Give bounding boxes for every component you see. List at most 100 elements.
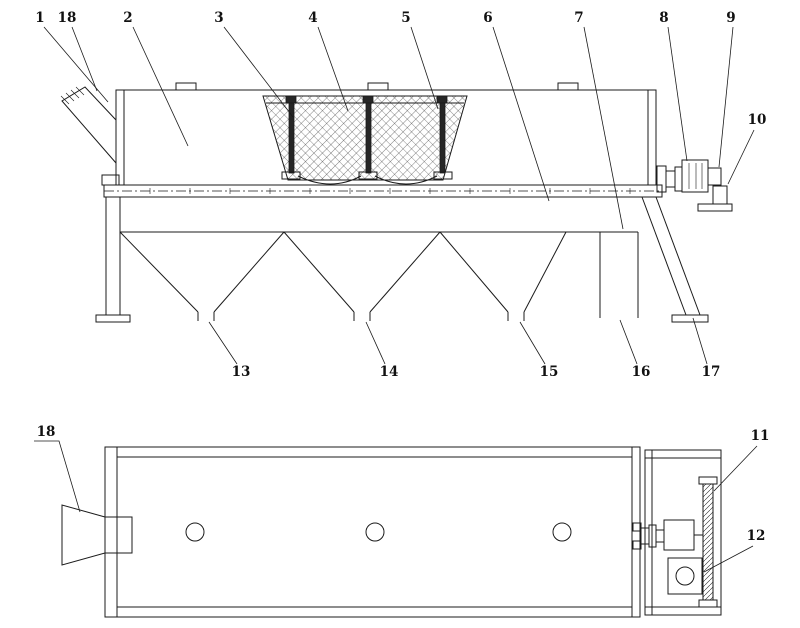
part-number: 18 bbox=[37, 424, 56, 440]
discharge-hopper bbox=[283, 231, 355, 313]
feed-hopper bbox=[61, 86, 117, 164]
leader-line bbox=[703, 545, 754, 573]
part-number: 7 bbox=[574, 10, 583, 26]
part-number: 16 bbox=[632, 364, 651, 380]
support-leg bbox=[641, 196, 687, 316]
part-label-3: 3 bbox=[214, 10, 294, 118]
post-base bbox=[433, 171, 453, 180]
part-label-7: 7 bbox=[574, 10, 624, 230]
lifting-lug bbox=[175, 82, 197, 91]
discharge-hopper bbox=[369, 231, 441, 313]
coupling bbox=[665, 170, 676, 188]
drive-rail bbox=[702, 483, 714, 601]
part-label-5: 5 bbox=[401, 10, 439, 110]
discharge-hopper bbox=[523, 231, 567, 313]
drive-frame bbox=[644, 449, 722, 616]
leader-line bbox=[713, 445, 758, 492]
part-label-15: 15 bbox=[519, 321, 559, 380]
screen-post bbox=[439, 102, 446, 174]
discharge-hopper bbox=[119, 231, 199, 313]
part-label-12: 12 bbox=[703, 528, 766, 573]
part-number: 10 bbox=[748, 112, 767, 128]
motor-plan bbox=[667, 557, 703, 595]
feed-hopper-plan bbox=[61, 504, 106, 566]
screen-mesh bbox=[262, 95, 468, 181]
part-label-9: 9 bbox=[718, 10, 736, 168]
part-number: 9 bbox=[726, 10, 735, 26]
inspection-hole bbox=[552, 522, 572, 542]
part-number: 1 bbox=[35, 10, 44, 26]
leader-line bbox=[727, 129, 755, 185]
leader-line bbox=[583, 26, 624, 230]
part-number: 13 bbox=[232, 364, 251, 380]
motor-fins bbox=[688, 163, 703, 189]
part-number: 18 bbox=[58, 10, 77, 26]
discharge-hopper bbox=[439, 231, 509, 313]
motor-fan bbox=[675, 566, 695, 586]
part-number: 12 bbox=[747, 528, 766, 544]
part-number: 8 bbox=[659, 10, 668, 26]
elevation-view bbox=[60, 82, 733, 323]
part-label-17: 17 bbox=[692, 317, 721, 380]
leader-line bbox=[619, 319, 638, 365]
part-label-2: 2 bbox=[123, 10, 189, 147]
plan-view bbox=[61, 446, 722, 618]
foot-plate bbox=[671, 314, 709, 323]
part-label-10: 10 bbox=[727, 112, 767, 185]
part-number: 6 bbox=[483, 10, 492, 26]
motor-pedestal bbox=[712, 185, 728, 205]
part-label-1: 1 bbox=[35, 10, 109, 103]
mesh-sag bbox=[297, 175, 438, 185]
lifting-lug bbox=[557, 82, 579, 91]
leader-line bbox=[43, 26, 109, 103]
leader-line bbox=[365, 321, 386, 365]
post-base bbox=[358, 171, 378, 180]
part-label-18: 18 bbox=[34, 424, 81, 513]
post-bracket bbox=[436, 95, 448, 104]
part-label-13: 13 bbox=[208, 321, 251, 380]
shaft-bolt bbox=[632, 522, 642, 532]
machine-body-plan bbox=[104, 446, 641, 618]
drive-motor bbox=[681, 159, 709, 193]
leader-line bbox=[519, 321, 546, 365]
leader-line bbox=[718, 26, 734, 168]
deck-bolts bbox=[149, 188, 631, 194]
screen-post bbox=[288, 102, 295, 174]
part-label-11: 11 bbox=[713, 428, 769, 492]
leader-line bbox=[667, 26, 688, 162]
gearbox-plan bbox=[663, 519, 695, 551]
leader-line bbox=[208, 321, 238, 365]
part-number: 2 bbox=[123, 10, 132, 26]
part-number: 15 bbox=[540, 364, 559, 380]
part-label-4: 4 bbox=[308, 10, 349, 112]
part-label-8: 8 bbox=[659, 10, 688, 162]
part-label-16: 16 bbox=[619, 319, 651, 380]
leader-line bbox=[410, 26, 439, 110]
part-label-6: 6 bbox=[483, 10, 550, 202]
inspection-hole bbox=[185, 522, 205, 542]
feed-neck bbox=[104, 516, 133, 554]
post-bracket bbox=[362, 95, 374, 104]
leader-line bbox=[34, 440, 81, 513]
discharge-hopper bbox=[213, 231, 285, 313]
coupling bbox=[674, 166, 683, 192]
shaft-bolt bbox=[632, 540, 642, 550]
coupling-plan bbox=[655, 529, 665, 543]
leader-line bbox=[132, 26, 189, 147]
part-number: 3 bbox=[214, 10, 223, 26]
rail-cap bbox=[698, 599, 718, 608]
inspection-hole bbox=[365, 522, 385, 542]
hopper-hatching bbox=[60, 86, 85, 105]
part-number: 5 bbox=[401, 10, 410, 26]
leader-line bbox=[71, 26, 98, 92]
part-number: 17 bbox=[702, 364, 721, 380]
rail-cap bbox=[698, 476, 718, 485]
lifting-lug bbox=[367, 82, 389, 91]
motor-base bbox=[697, 203, 733, 212]
post-bracket bbox=[285, 95, 297, 104]
leader-line bbox=[492, 26, 550, 202]
leader-line bbox=[317, 26, 349, 112]
screen-post bbox=[365, 102, 372, 174]
